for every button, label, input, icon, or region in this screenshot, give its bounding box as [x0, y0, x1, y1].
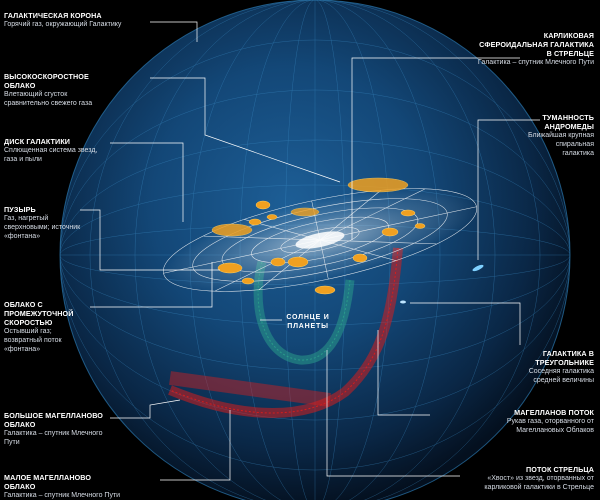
gas-clouds — [211, 177, 426, 295]
label-sagittarius-stream: ПОТОК СТРЕЛЬЦА «Хвост» из звезд, оторван… — [474, 465, 594, 492]
label-ivc-desc: Остывший газ; возвратный поток «фонтана» — [4, 328, 62, 353]
magellanic-stream — [168, 247, 403, 418]
label-magstream-title: МАГЕЛЛАНОВ ПОТОК — [514, 408, 594, 417]
label-sagdwarf-title: КАРЛИКОВАЯ СФЕРОИДАЛЬНАЯ ГАЛАКТИКА В СТР… — [479, 31, 594, 58]
label-triangulum: ГАЛАКТИКА В ТРЕУГОЛЬНИКЕ Соседняя галакт… — [502, 349, 594, 385]
label-small-magellanic-cloud: МАЛОЕ МАГЕЛЛАНОВО ОБЛАКО Галактика – спу… — [4, 473, 124, 500]
label-andromeda: ТУМАННОСТЬ АНДРОМЕДЫ Ближайшая крупная с… — [526, 113, 594, 158]
label-lmc-desc: Галактика – спутник Млечного Пути — [4, 430, 103, 446]
label-bubble: ПУЗЫРЬ Газ, нагретый сверхновыми; источн… — [4, 205, 84, 241]
label-hvc-title: ВЫСОКОСКОРОСТНОЕ ОБЛАКО — [4, 72, 89, 90]
andromeda-galaxy — [472, 264, 484, 272]
label-bubble-title: ПУЗЫРЬ — [4, 205, 36, 214]
label-intermediate-velocity-cloud: ОБЛАКО С ПРОМЕЖУТОЧНОЙ СКОРОСТЬЮ Остывши… — [4, 300, 90, 354]
label-bubble-desc: Газ, нагретый сверхновыми; источник «фон… — [4, 215, 81, 240]
label-smc-title: МАЛОЕ МАГЕЛЛАНОВО ОБЛАКО — [4, 473, 92, 491]
label-smc-desc: Галактика – спутник Млечного Пути — [4, 492, 121, 499]
label-disk-title: ДИСК ГАЛАКТИКИ — [4, 137, 71, 146]
label-sagittarius-dwarf: КАРЛИКОВАЯ СФЕРОИДАЛЬНАЯ ГАЛАКТИКА В СТР… — [474, 31, 594, 67]
label-magstream-desc: Рукав газа, оторванного от Магеллановых … — [506, 418, 594, 434]
label-disk-desc: Сплющенная система звезд, газа и пыли — [4, 147, 98, 163]
sagittarius-stream — [253, 260, 355, 365]
label-large-magellanic-cloud: БОЛЬШОЕ МАГЕЛЛАНОВО ОБЛАКО Галактика – с… — [4, 411, 104, 447]
label-triangulum-title: ГАЛАКТИКА В ТРЕУГОЛЬНИКЕ — [535, 349, 594, 367]
label-hvc-desc: Влетающий сгусток сравнительно свежего г… — [4, 91, 93, 107]
label-sun-title: СОЛНЦЕ И ПЛАНЕТЫ — [286, 314, 330, 330]
label-lmc-title: БОЛЬШОЕ МАГЕЛЛАНОВО ОБЛАКО — [4, 411, 103, 429]
label-high-velocity-cloud: ВЫСОКОСКОРОСТНОЕ ОБЛАКО Влетающий сгусто… — [4, 72, 112, 108]
label-sagdwarf-desc: Галактика – спутник Млечного Пути — [477, 59, 594, 66]
label-sun-and-planets: СОЛНЦЕ И ПЛАНЕТЫ — [283, 313, 333, 331]
label-corona: ГАЛАКТИЧЕСКАЯ КОРОНА Горячий газ, окружа… — [4, 11, 124, 29]
label-ivc-title: ОБЛАКО С ПРОМЕЖУТОЧНОЙ СКОРОСТЬЮ — [4, 300, 74, 327]
label-sagstream-title: ПОТОК СТРЕЛЬЦА — [526, 465, 594, 474]
label-corona-title: ГАЛАКТИЧЕСКАЯ КОРОНА — [4, 11, 102, 20]
label-sagstream-desc: «Хвост» из звезд, оторванных от карликов… — [484, 475, 594, 491]
leader-lines — [80, 21, 540, 481]
triangulum-galaxy — [400, 300, 406, 304]
label-corona-desc: Горячий газ, окружающий Галактику — [4, 21, 122, 28]
label-andromeda-title: ТУМАННОСТЬ АНДРОМЕДЫ — [542, 113, 594, 131]
label-magellanic-stream: МАГЕЛЛАНОВ ПОТОК Рукав газа, оторванного… — [474, 408, 594, 435]
label-andromeda-desc: Ближайшая крупная спиральная галактика — [528, 132, 594, 157]
label-triangulum-desc: Соседняя галактика средней величины — [528, 368, 594, 384]
label-galactic-disk: ДИСК ГАЛАКТИКИ Сплющенная система звезд,… — [4, 137, 102, 164]
